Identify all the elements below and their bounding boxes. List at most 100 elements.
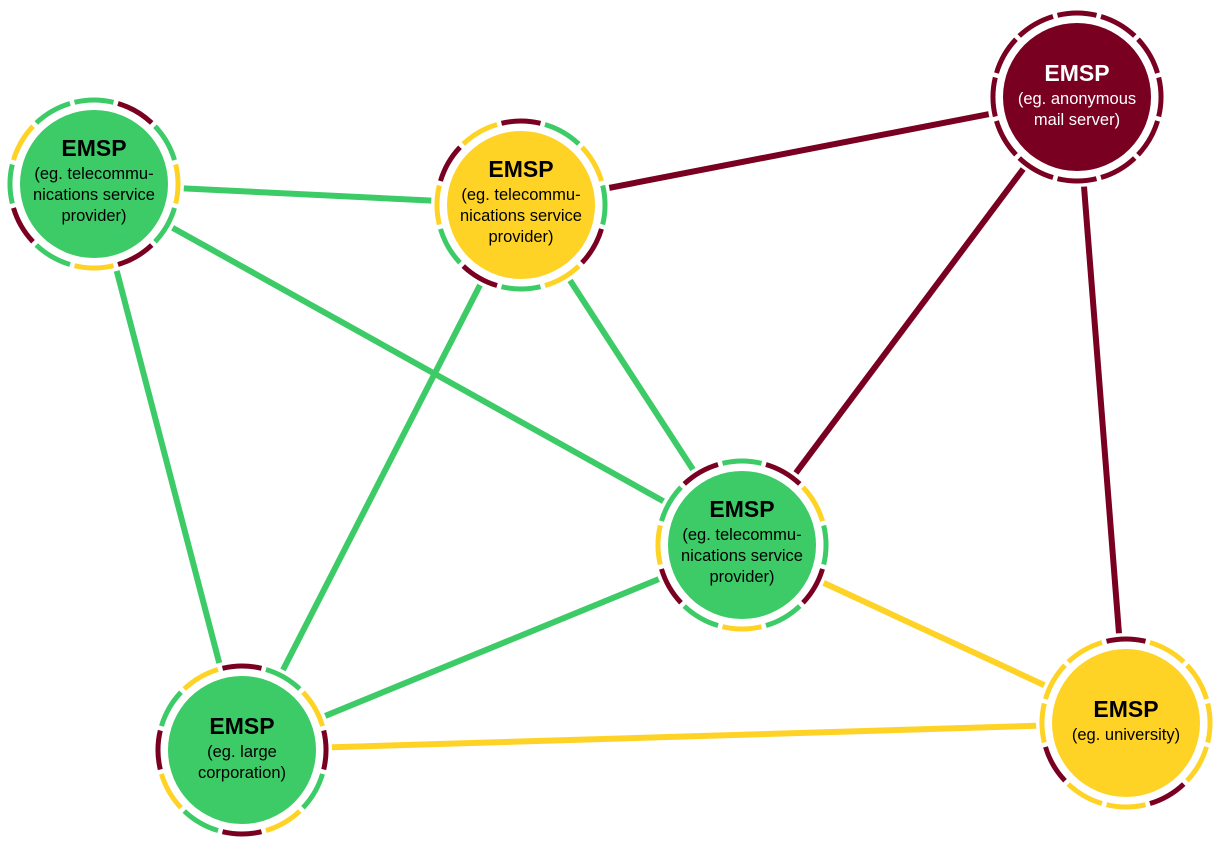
ring-segment — [500, 284, 542, 292]
edge-n1-n4 — [92, 181, 744, 548]
node-n2: EMSP(eg. telecommu-nications serviceprov… — [431, 115, 611, 295]
ring-segment — [659, 485, 683, 522]
ring-segment — [994, 120, 1018, 157]
ring-segment — [11, 124, 35, 161]
node-description-line: provider) — [61, 207, 126, 225]
ring-segment — [1156, 76, 1164, 118]
node-title: EMSP — [209, 713, 274, 739]
ring-segment — [721, 458, 763, 466]
ring-segment — [682, 604, 719, 628]
ring-segment — [682, 462, 719, 486]
node-circle — [447, 131, 595, 279]
ring-segment — [221, 663, 263, 671]
ring-segment — [1136, 37, 1160, 74]
ring-segment — [659, 568, 683, 605]
edge-n5-n6 — [241, 720, 1127, 753]
ring-segment — [1066, 782, 1103, 806]
node-title: EMSP — [1044, 60, 1109, 86]
edge-n2-n5 — [239, 203, 524, 752]
node-description-line: provider) — [488, 228, 553, 246]
edge-n3-n6 — [1074, 96, 1129, 724]
ring-segment — [182, 809, 219, 833]
ring-segment — [544, 122, 581, 146]
ring-segment — [321, 729, 329, 771]
ring-segment — [1100, 14, 1137, 38]
ring-segment — [765, 462, 802, 486]
ring-segment — [438, 228, 462, 265]
node-description-line: nications service — [33, 186, 155, 204]
node-description-line: nications service — [460, 207, 582, 225]
edge-n3-n4 — [739, 95, 1080, 547]
ring-segment — [73, 263, 115, 271]
ring-segment — [1056, 176, 1098, 184]
ring-segment — [580, 228, 604, 265]
ring-segment — [461, 122, 498, 146]
ring-segment — [301, 690, 325, 727]
ring-segment — [301, 773, 325, 810]
ring-segment — [801, 485, 825, 522]
node-circle — [20, 110, 168, 258]
node-description-line: (eg. university) — [1072, 726, 1180, 744]
ring-segment — [1105, 802, 1147, 810]
ring-segment — [655, 524, 663, 566]
ring-segment — [1043, 663, 1067, 700]
ring-segment — [221, 829, 263, 837]
ring-segment — [821, 524, 829, 566]
ring-segment — [1066, 640, 1103, 664]
node-description-line: corporation) — [198, 764, 286, 782]
ring-segment — [1149, 782, 1186, 806]
ring-segment — [990, 76, 998, 118]
ring-segment — [7, 163, 15, 205]
edge-n4-n5 — [240, 542, 744, 753]
ring-segment — [1017, 14, 1054, 38]
ring-segment — [765, 604, 802, 628]
ring-segment — [438, 145, 462, 182]
edge-n2-n3 — [520, 94, 1078, 208]
node-description-line: (eg. large — [207, 743, 277, 761]
ring-segment — [73, 97, 115, 105]
node-circle — [1052, 649, 1200, 797]
ring-segment — [1043, 746, 1067, 783]
ring-segment — [265, 667, 302, 691]
node-description-line: (eg. telecommu- — [34, 165, 153, 183]
ring-segment — [1039, 702, 1047, 744]
ring-segment — [580, 145, 604, 182]
node-title: EMSP — [488, 156, 553, 182]
edge-n1-n5 — [91, 183, 245, 751]
ring-segment — [1017, 156, 1054, 180]
ring-segment — [1056, 10, 1098, 18]
ring-segment — [1185, 746, 1209, 783]
node-circle — [668, 471, 816, 619]
ring-segment — [600, 184, 608, 226]
node-description-line: (eg. anonymous — [1018, 90, 1136, 108]
ring-segment — [434, 184, 442, 226]
node-circle — [1003, 23, 1151, 171]
ring-segment — [173, 163, 181, 205]
ring-segment — [1100, 156, 1137, 180]
node-n1: EMSP (eg. telecommu-nications service prov… — [4, 94, 184, 274]
ring-segment — [153, 124, 177, 161]
ring-segment — [994, 37, 1018, 74]
ring-segment — [544, 264, 581, 288]
ring-segment — [1205, 702, 1213, 744]
ring-segment — [153, 207, 177, 244]
node-description-line: provider) — [709, 568, 774, 586]
ring-segment — [1149, 640, 1186, 664]
ring-segment — [155, 729, 163, 771]
ring-segment — [1185, 663, 1209, 700]
node-circle — [168, 676, 316, 824]
ring-segment — [801, 568, 825, 605]
node-title: EMSP — [709, 496, 774, 522]
ring-segment — [1136, 120, 1160, 157]
node-title: EMSP — [61, 135, 126, 161]
ring-segment — [34, 101, 71, 125]
ring-segment — [159, 773, 183, 810]
ring-segment — [500, 118, 542, 126]
ring-segment — [461, 264, 498, 288]
ring-segment — [1105, 636, 1147, 644]
node-n4: EMSP(eg. telecommu-nications serviceprov… — [652, 455, 832, 635]
ring-segment — [34, 243, 71, 267]
